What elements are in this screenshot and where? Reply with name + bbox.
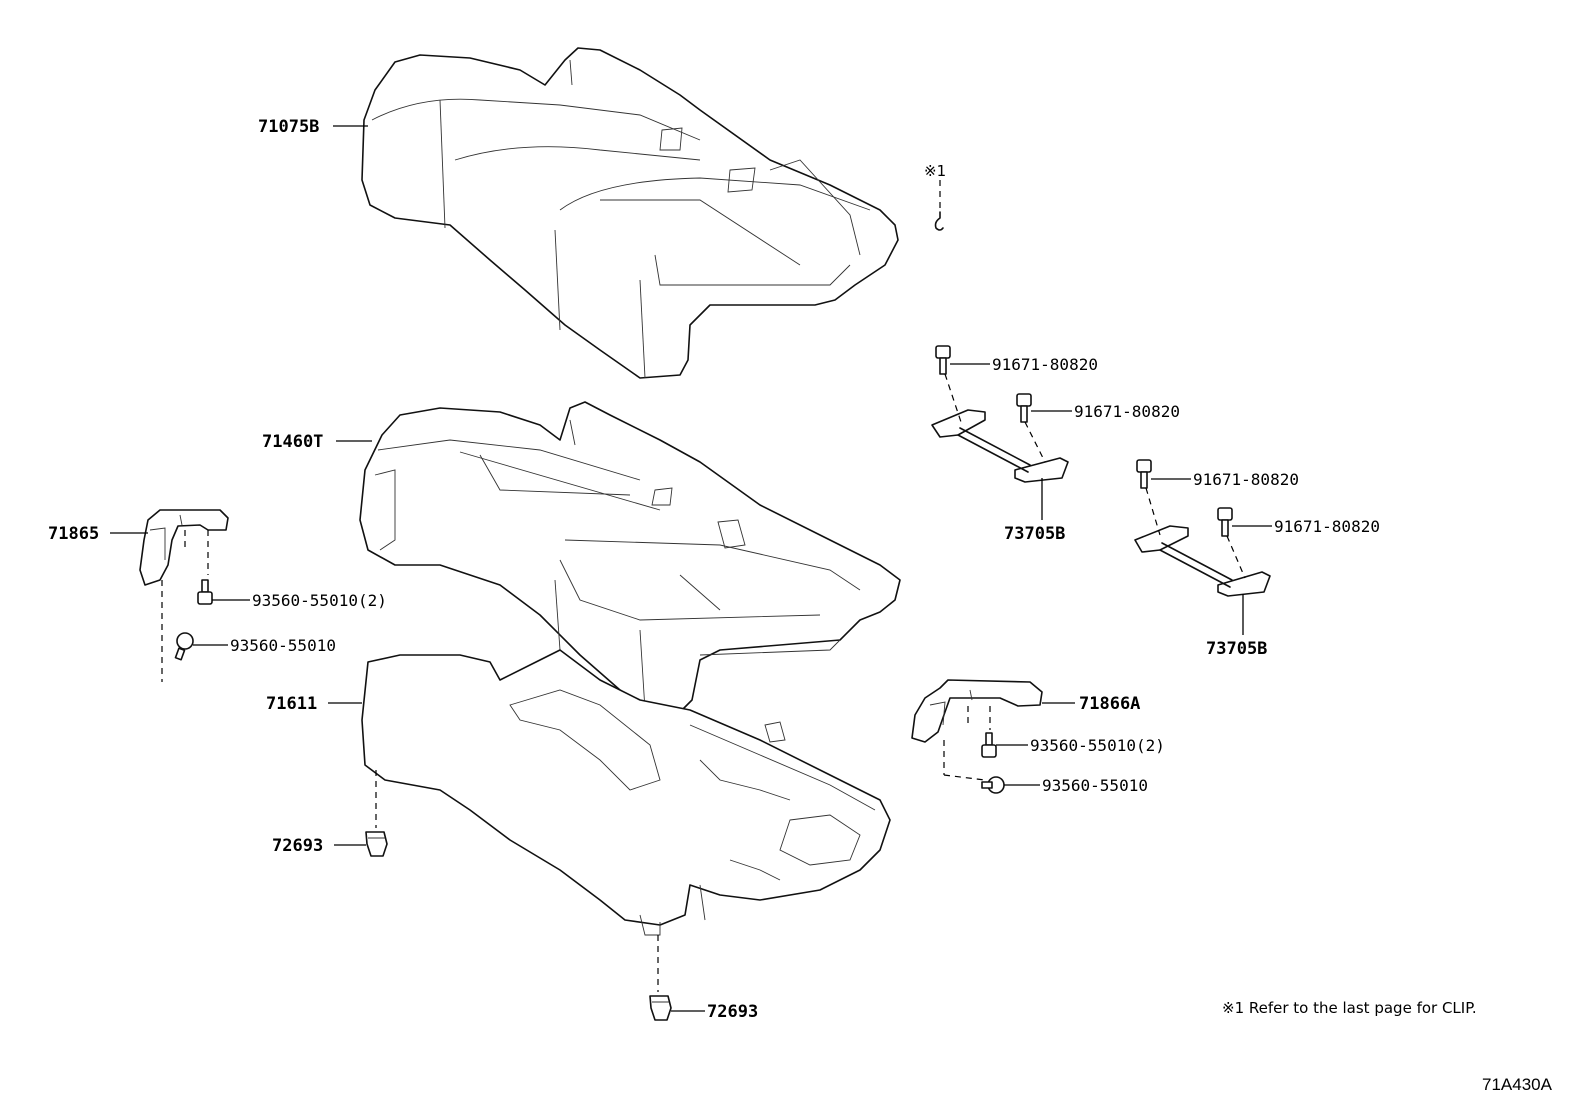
clip-hook-icon — [934, 211, 944, 231]
bolt-icon — [935, 345, 951, 375]
label-clip-left[interactable]: 72693 — [272, 836, 323, 856]
label-bolt-3[interactable]: 91671-80820 — [1193, 470, 1299, 489]
label-screw-left-lower[interactable]: 93560-55010 — [230, 636, 336, 655]
lock-striker-lower[interactable] — [1134, 525, 1271, 597]
screw-icon — [174, 632, 194, 661]
clip-icon — [649, 995, 672, 1021]
label-lock-striker-lower[interactable]: 73705B — [1206, 639, 1267, 659]
label-lock-striker-upper[interactable]: 73705B — [1004, 524, 1065, 544]
label-bolt-1[interactable]: 91671-80820 — [992, 355, 1098, 374]
label-hinge-cover-left[interactable]: 71865 — [48, 524, 99, 544]
clip-icon — [365, 831, 388, 857]
label-bolt-2[interactable]: 91671-80820 — [1074, 402, 1180, 421]
screw-icon — [981, 776, 1005, 794]
bolt-icon — [1217, 507, 1233, 537]
screw-icon — [981, 732, 997, 758]
hinge-cover-right[interactable] — [911, 679, 1043, 743]
bolt-icon — [1136, 459, 1152, 489]
lock-striker-upper[interactable] — [931, 409, 1069, 483]
label-seat-cushion-pad[interactable]: 71460T — [262, 432, 323, 452]
seat-cushion-pad[interactable] — [359, 401, 901, 713]
diagram-code: 71A430A — [1482, 1075, 1553, 1094]
label-hinge-cover-right[interactable]: 71866A — [1079, 694, 1140, 714]
cushion-frame[interactable] — [361, 649, 891, 936]
assembly-dashed-lines — [161, 180, 1246, 992]
hinge-cover-left[interactable] — [139, 509, 229, 586]
label-screw-right-upper[interactable]: 93560-55010(2) — [1030, 736, 1165, 755]
label-cushion-frame[interactable]: 71611 — [266, 694, 317, 714]
label-bolt-4[interactable]: 91671-80820 — [1274, 517, 1380, 536]
leader-lines — [110, 125, 1272, 1012]
label-seat-cushion-cover[interactable]: 71075B — [258, 117, 319, 137]
label-screw-left-upper[interactable]: 93560-55010(2) — [252, 591, 387, 610]
bolt-icon — [1016, 393, 1032, 423]
footnote: ※1 Refer to the last page for CLIP. — [1222, 999, 1477, 1017]
label-screw-right-lower[interactable]: 93560-55010 — [1042, 776, 1148, 795]
label-clip-bottom[interactable]: 72693 — [707, 1002, 758, 1022]
seat-cushion-cover[interactable] — [361, 47, 899, 379]
screw-icon — [197, 579, 213, 605]
note-marker: ※1 — [924, 162, 946, 180]
